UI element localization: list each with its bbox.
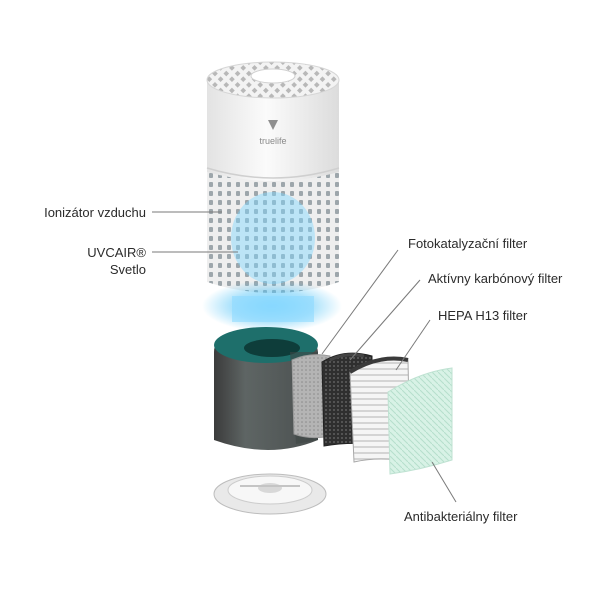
leader-antibacterial bbox=[431, 461, 457, 503]
purifier-seam bbox=[206, 167, 340, 179]
brand-logo-text: truelife bbox=[259, 136, 286, 146]
leader-lines bbox=[152, 211, 457, 503]
label-uv-line1: UVCAIR® bbox=[87, 245, 146, 260]
air-purifier-unit: truelife bbox=[206, 61, 340, 293]
purifier-upper-body bbox=[207, 80, 339, 187]
prefilter-inner-opening bbox=[244, 339, 300, 357]
label-hepa: HEPA H13 filter bbox=[438, 308, 528, 323]
carbon-filter-rim bbox=[329, 353, 365, 362]
base-plate-hub bbox=[258, 483, 282, 493]
purifier-top-button bbox=[250, 68, 296, 84]
leader-carbon bbox=[349, 279, 421, 361]
antibacterial-filter-layer bbox=[387, 367, 453, 475]
leader-hepa bbox=[395, 319, 431, 371]
label-photocatalytic: Fotokatalyzační filter bbox=[408, 236, 528, 251]
logo-heart-icon bbox=[268, 120, 278, 130]
uv-light-column bbox=[232, 296, 314, 322]
label-uv-line2: Svetlo bbox=[109, 262, 146, 277]
purifier-perforated-grille bbox=[207, 172, 339, 293]
label-carbon: Aktívny karbónový filter bbox=[428, 271, 563, 286]
label-antibacterial: Antibakteriálny filter bbox=[404, 509, 518, 524]
truelife-logo: truelife bbox=[259, 120, 287, 146]
label-ionizer: Ionizátor vzduchu bbox=[44, 205, 146, 220]
leader-photocatalytic bbox=[321, 249, 399, 355]
inner-uv-glow bbox=[231, 192, 315, 284]
base-plate bbox=[213, 473, 327, 515]
